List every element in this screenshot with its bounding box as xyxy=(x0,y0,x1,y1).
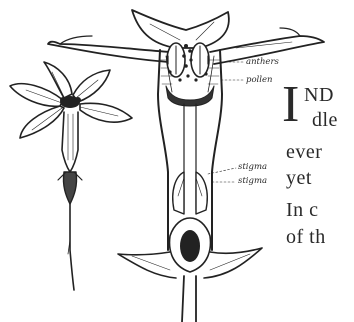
text-line-6: of th xyxy=(286,227,326,247)
drop-cap-letter: I xyxy=(282,79,299,131)
text-line-2: dle xyxy=(312,110,338,130)
flower-section-drawing xyxy=(48,10,324,322)
text-line-4: yet xyxy=(286,168,312,188)
small-flower-drawing xyxy=(10,62,132,290)
text-line-3: ever xyxy=(286,142,322,162)
stigma-label: stigma xyxy=(238,163,267,172)
text-line-1: ND xyxy=(304,85,334,105)
anthers-label: anthers xyxy=(246,58,279,67)
pollen-label: pollen xyxy=(246,76,273,85)
stigma-label-secondary: stigma xyxy=(238,177,267,186)
text-line-5: In c xyxy=(286,200,319,220)
